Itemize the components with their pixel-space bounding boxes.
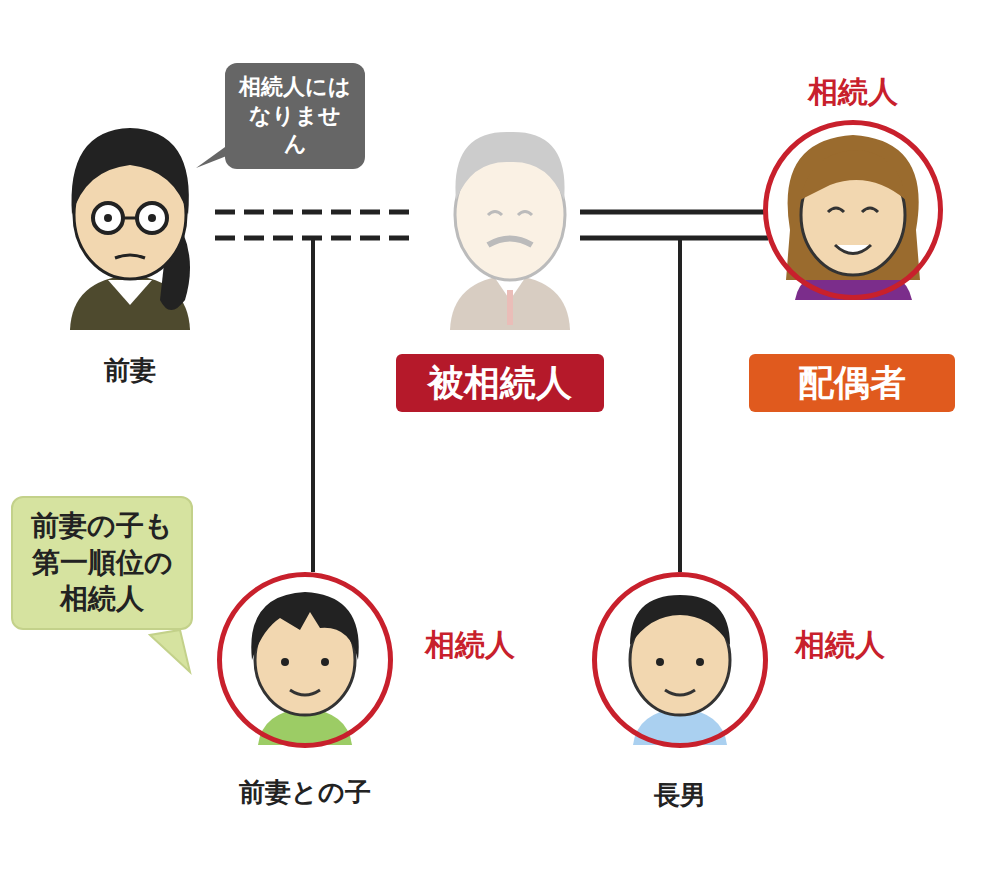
role-label: 被相続人 <box>412 360 588 407</box>
heir-circle: 相続人長男 <box>592 572 768 748</box>
heir-circle: 相続人前妻との子 <box>217 572 393 748</box>
bubble-text: 相続人にはなりません <box>239 73 351 159</box>
divorce-line <box>215 212 410 238</box>
speech-bubble: 前妻の子も第一順位の相続人 <box>11 496 193 629</box>
spouse-figure <box>786 135 920 300</box>
marriage-line <box>580 212 768 238</box>
bubble-tail <box>150 630 190 672</box>
person-name: 前妻との子 <box>239 775 371 810</box>
role-box: 被相続人 <box>396 354 604 412</box>
person-name: 長男 <box>654 778 706 813</box>
heir-label: 相続人 <box>425 625 515 666</box>
heir-circle: 相続人 <box>763 120 943 300</box>
child-figure <box>251 592 358 745</box>
person-name: 前妻 <box>104 353 156 388</box>
role-label: 配偶者 <box>765 360 939 407</box>
heir-label: 相続人 <box>795 625 885 666</box>
deceased-figure <box>450 132 570 330</box>
role-box: 配偶者 <box>749 354 955 412</box>
child-line <box>311 238 315 572</box>
son-figure <box>630 595 730 745</box>
speech-bubble: 相続人にはなりません <box>225 63 365 169</box>
bubble-text: 前妻の子も第一順位の相続人 <box>27 508 177 617</box>
heir-label: 相続人 <box>808 72 898 113</box>
former-wife-figure <box>70 128 190 330</box>
